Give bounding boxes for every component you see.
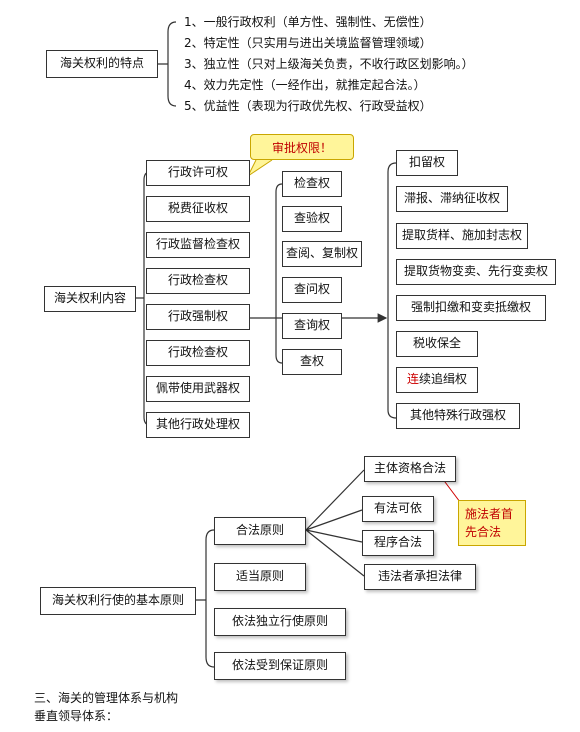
content-root-label: 海关权利内容 xyxy=(53,291,126,306)
left-item-label: 行政检查权 xyxy=(167,273,228,288)
left-item-4: 行政检查权 xyxy=(146,268,250,294)
principle-item-label: 合法原则 xyxy=(235,523,284,538)
principle-sub-1: 主体资格合法 xyxy=(364,456,456,482)
features-root-label: 海关权利的特点 xyxy=(59,56,144,71)
principles-root-label: 海关权利行使的基本原则 xyxy=(51,593,184,608)
left-item-label: 行政许可权 xyxy=(167,165,228,180)
middle-item-label: 查验权 xyxy=(293,211,330,226)
principle-sub-2: 有法可依 xyxy=(362,496,434,522)
left-item-7: 佩带使用武器权 xyxy=(146,376,250,402)
right-item-label: 滞报、滞纳征收权 xyxy=(403,191,500,206)
right-item-3: 提取货样、施加封志权 xyxy=(396,223,528,249)
left-item-label: 佩带使用武器权 xyxy=(155,381,240,396)
right-item-5: 强制扣缴和变卖抵缴权 xyxy=(396,295,546,321)
footer-heading: 三、海关的管理体系与机构 xyxy=(34,691,179,705)
feature-item-1: 1、一般行政权利（单方性、强制性、无偿性） xyxy=(184,15,432,29)
middle-item-1: 检查权 xyxy=(282,171,342,197)
principle-sub-label: 主体资格合法 xyxy=(373,461,446,476)
right-item-4: 提取货物变卖、先行变卖权 xyxy=(396,259,556,285)
middle-item-label: 检查权 xyxy=(293,176,330,191)
left-item-label: 行政监督检查权 xyxy=(155,237,240,252)
principles-callout-line1: 施法者首 xyxy=(465,507,514,521)
right-item-7: 连续追缉权 xyxy=(396,367,478,393)
right-item-label: 提取货物变卖、先行变卖权 xyxy=(403,264,548,279)
principle-item-2: 适当原则 xyxy=(214,563,306,591)
left-item-label: 行政检查权 xyxy=(167,345,228,360)
principle-sub-label: 违法者承担法律 xyxy=(377,569,462,584)
approval-callout: 审批权限！ xyxy=(250,134,354,160)
principles-brace xyxy=(196,529,215,668)
feature-item-4: 4、效力先定性（一经作出，就推定起合法。） xyxy=(184,78,426,92)
content-root-box: 海关权利内容 xyxy=(44,286,136,312)
approval-callout-label: 审批权限！ xyxy=(271,140,332,155)
middle-item-label: 查问权 xyxy=(293,282,330,297)
right-item-label: 提取货样、施加封志权 xyxy=(401,228,522,243)
middle-item-label: 查阅、复制权 xyxy=(285,246,358,261)
principle-sub-label: 程序合法 xyxy=(373,535,422,550)
right-item-1: 扣留权 xyxy=(396,150,458,176)
left-item-5: 行政强制权 xyxy=(146,304,250,330)
middle-item-5: 查询权 xyxy=(282,313,342,339)
middle-brace xyxy=(275,183,283,364)
feature-item-2: 2、特定性（只实用与进出关境监督管理领域） xyxy=(184,36,432,50)
principle-item-label: 依法独立行使原则 xyxy=(231,614,328,629)
feature-item-5: 5、优益性（表现为行政优先权、行政受益权） xyxy=(184,99,432,113)
right-item-2: 滞报、滞纳征收权 xyxy=(396,186,508,212)
right-item-label: 强制扣缴和变卖抵缴权 xyxy=(410,300,531,315)
right-item-red-prefix: 连 xyxy=(406,372,419,387)
right-item-8: 其他特殊行政强权 xyxy=(396,403,520,429)
middle-item-3: 查阅、复制权 xyxy=(282,241,362,267)
left-item-label: 税费征收权 xyxy=(167,201,228,216)
principles-callout-line2: 先合法 xyxy=(465,525,502,539)
principle-item-label: 依法受到保证原则 xyxy=(231,658,328,673)
principle-sub-3: 程序合法 xyxy=(362,530,434,556)
left-item-2: 税费征收权 xyxy=(146,196,250,222)
features-root-box: 海关权利的特点 xyxy=(46,50,158,78)
principle-sub-label: 有法可依 xyxy=(373,501,422,516)
callout-tail xyxy=(246,159,273,178)
principle-item-1: 合法原则 xyxy=(214,517,306,545)
right-item-label: 税收保全 xyxy=(412,336,461,351)
footer-subheading: 垂直领导体系： xyxy=(34,709,119,723)
middle-item-4: 查问权 xyxy=(282,277,342,303)
right-item-label: 其他特殊行政强权 xyxy=(409,408,506,423)
left-item-6: 行政检查权 xyxy=(146,340,250,366)
right-brace xyxy=(387,162,397,419)
principles-sub-lines xyxy=(305,469,365,577)
left-item-label: 行政强制权 xyxy=(167,309,228,324)
middle-item-label: 查询权 xyxy=(293,318,330,333)
principles-callout: 施法者首 先合法 xyxy=(458,500,526,546)
left-item-3: 行政监督检查权 xyxy=(146,232,250,258)
principles-root-box: 海关权利行使的基本原则 xyxy=(40,587,196,615)
feature-item-3: 3、独立性（只对上级海关负责，不收行政区划影响。） xyxy=(184,57,474,71)
left-item-1: 行政许可权 xyxy=(146,160,250,186)
principle-item-label: 适当原则 xyxy=(235,569,284,584)
features-brace xyxy=(158,21,177,107)
right-item-6: 税收保全 xyxy=(396,331,478,357)
right-item-rest: 续追缉权 xyxy=(419,372,468,387)
principle-item-4: 依法受到保证原则 xyxy=(214,652,346,680)
principle-sub-4: 违法者承担法律 xyxy=(364,564,476,590)
middle-item-label: 查权 xyxy=(299,354,324,369)
middle-item-6: 查权 xyxy=(282,349,342,375)
right-item-label: 扣留权 xyxy=(408,155,445,170)
left-item-label: 其他行政处理权 xyxy=(155,417,240,432)
left-item-8: 其他行政处理权 xyxy=(146,412,250,438)
middle-item-2: 查验权 xyxy=(282,206,342,232)
principle-item-3: 依法独立行使原则 xyxy=(214,608,346,636)
